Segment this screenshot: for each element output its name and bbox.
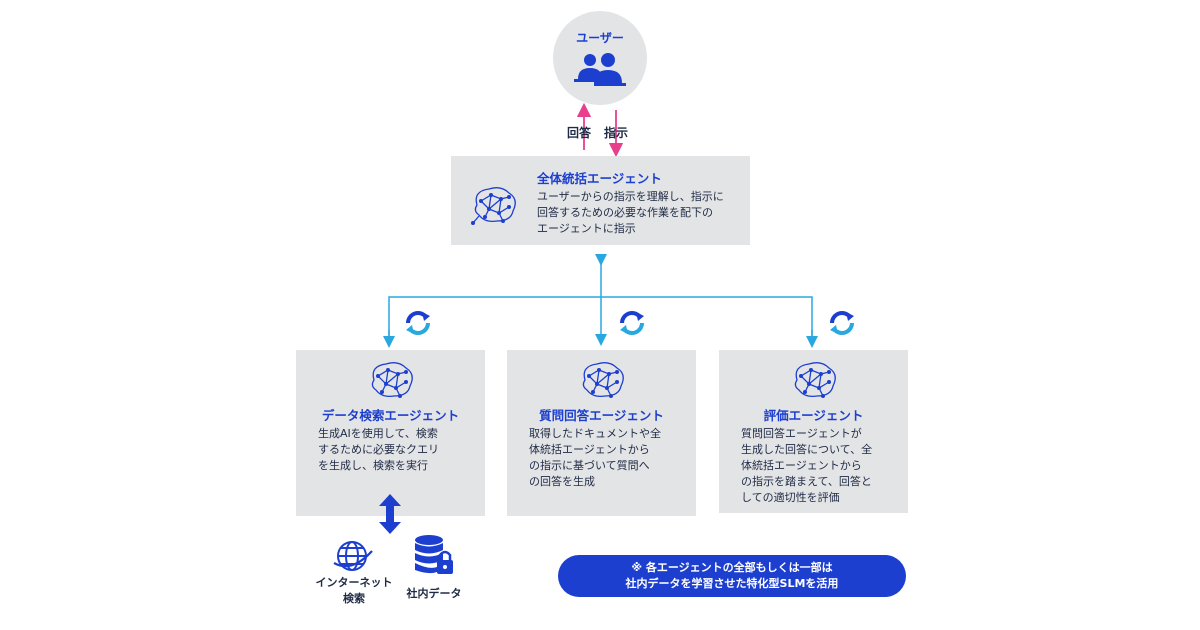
brain-network-icon — [794, 362, 836, 398]
qa-agent-title: 質問回答エージェント — [539, 408, 664, 423]
evaluation-agent-box: 評価エージェント 質問回答エージェントが 生成した回答について、全 体統括エージ… — [719, 350, 908, 513]
branch-line — [388, 296, 813, 340]
data-search-agent-box: データ検索エージェント 生成AIを使用して、検索 するために必要なクエリ を生成… — [296, 350, 485, 516]
qa-agent-box: 質問回答エージェント 取得したドキュメントや全 体統括エージェントから の指示に… — [507, 350, 696, 516]
instruction-label: 指示 — [604, 126, 629, 140]
brain-network-icon — [582, 362, 624, 398]
evaluation-agent-description: 質問回答エージェントが 生成した回答について、全 体統括エージェントから の指示… — [741, 427, 873, 504]
evaluation-agent-title: 評価エージェント — [763, 408, 864, 423]
brain-network-icon — [371, 362, 413, 398]
top-agent-title: 全体統括エージェント — [537, 171, 662, 186]
data-search-agent-description: 生成AIを使用して、検索 するために必要なクエリ を生成し、検索を実行 — [318, 427, 439, 472]
qa-agent-description: 取得したドキュメントや全 体統括エージェントから の指示に基づいて質問へ の回答… — [529, 427, 661, 488]
top-agent-box: 全体統括エージェント ユーザーからの指示を理解し、指示に 回答するための必要な作… — [451, 156, 750, 245]
answer-label: 回答 — [567, 126, 592, 140]
internal-data-label: 社内データ — [406, 587, 462, 600]
user-node: ユーザー — [553, 11, 647, 105]
note-banner: ※ 各エージェントの全部もしくは一部は 社内データを学習させた特化型SLMを活用 — [558, 555, 906, 597]
data-search-agent-title: データ検索エージェント — [321, 408, 460, 423]
globe-icon — [333, 541, 373, 571]
user-title: ユーザー — [576, 31, 624, 45]
internet-search-label: インターネット 検索 — [315, 576, 393, 605]
users-icon — [574, 53, 626, 86]
sync-icon — [617, 308, 647, 338]
brain-network-icon — [471, 187, 516, 225]
sync-icon — [827, 308, 857, 338]
sync-icon — [403, 308, 433, 338]
top-agent-description: ユーザーからの指示を理解し、指示に 回答するための必要な作業を配下の エージェン… — [537, 190, 724, 235]
database-lock-icon — [415, 535, 453, 574]
double-arrow-icon — [379, 494, 401, 534]
